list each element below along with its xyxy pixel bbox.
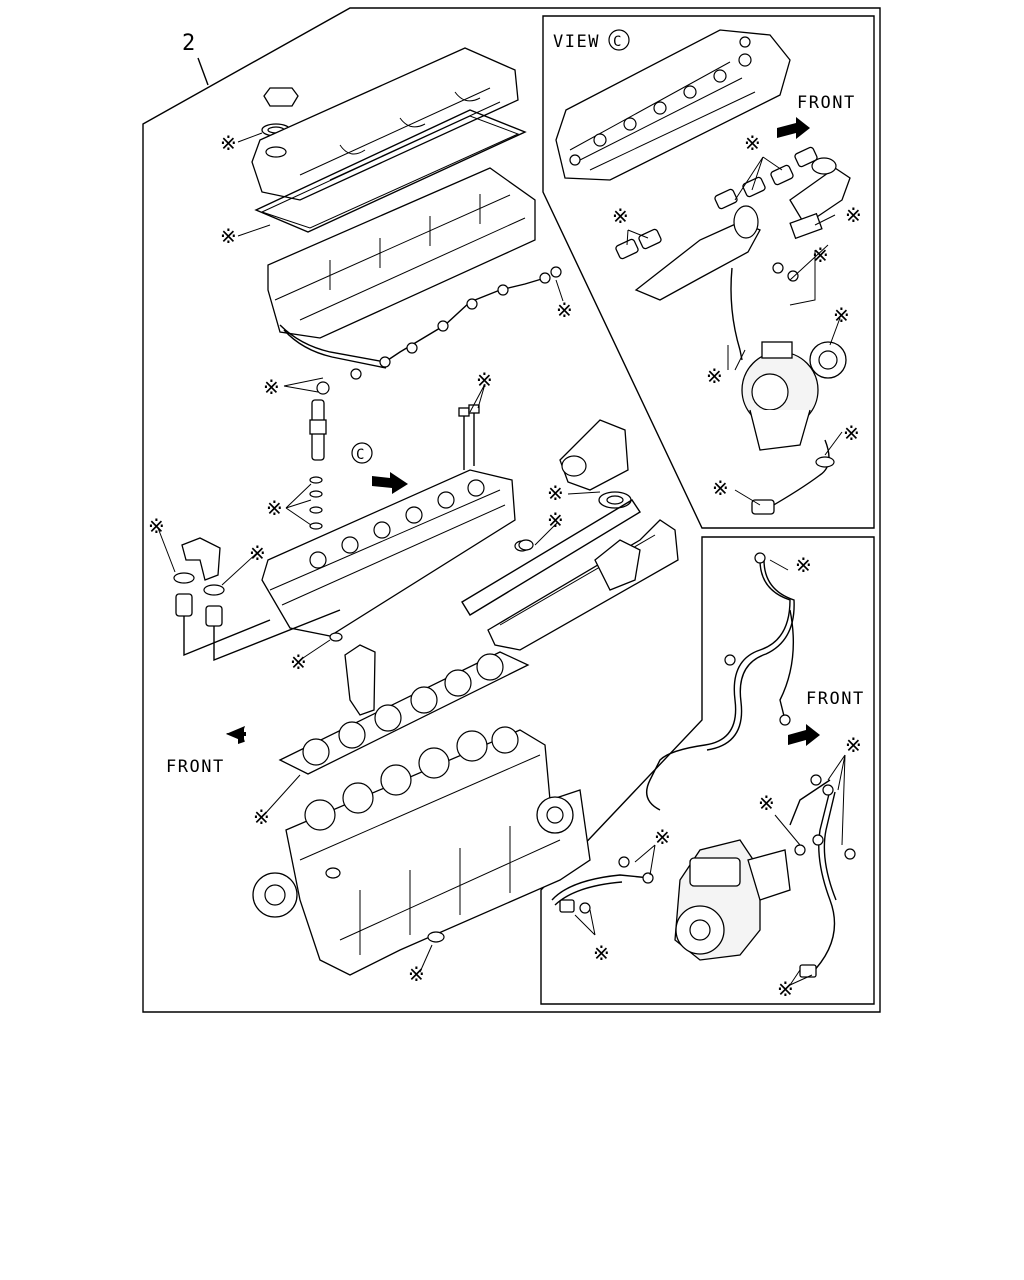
- thermostat-housing: [173, 537, 341, 662]
- asterisk-marker: ※: [148, 514, 165, 538]
- view-c-label: VIEW: [553, 32, 600, 52]
- asterisk-marker: ※: [612, 204, 629, 228]
- fuel-injector: [309, 381, 330, 530]
- view-c-inset: VIEW C FRONT: [542, 15, 875, 529]
- asterisk-marker: ※: [795, 553, 812, 577]
- fuel-pump-leaders: [574, 559, 846, 986]
- fuel-pump-feed-lines: [551, 774, 856, 978]
- fuel-pump-front-label: FRONT: [806, 689, 865, 709]
- cylinder-head: [261, 469, 530, 642]
- asterisk-marker: ※: [833, 303, 850, 327]
- asterisk-marker: ※: [845, 733, 862, 757]
- asterisk-marker: ※: [253, 805, 270, 829]
- water-outlet: [344, 644, 376, 716]
- cylinder-head-gasket: [278, 651, 530, 775]
- intake-manifold-gasket: [461, 499, 641, 616]
- main-front-marker: FRONT: [166, 726, 246, 777]
- view-c-exhaust-manifold: [634, 157, 851, 301]
- callout-number: 2: [182, 31, 195, 56]
- asterisk-marker: ※: [263, 375, 280, 399]
- asterisk-marker: ※: [290, 650, 307, 674]
- fuel-pump-inset: FRONT: [540, 536, 875, 1005]
- asterisk-markers: ※ ※ ※ ※ ※ ※ ※ ※ ※ ※ ※ ※ ※ ※ ※ ※ ※ ※ ※ ※ …: [148, 131, 862, 1001]
- fuel-injection-pump: [674, 839, 791, 961]
- asterisk-marker: ※: [843, 421, 860, 445]
- asterisk-marker: ※: [654, 825, 671, 849]
- cylinder-block: [252, 726, 591, 976]
- asterisk-marker: ※: [220, 131, 237, 155]
- view-c-leaders: [626, 156, 843, 506]
- rocker-housing: [267, 167, 536, 339]
- head-cover-gasket: [254, 109, 527, 233]
- view-c-marker-letter: C: [356, 447, 364, 463]
- view-c-front-label: FRONT: [797, 93, 856, 113]
- view-c-marker: C: [351, 442, 408, 494]
- intake-throttle: [559, 419, 632, 509]
- view-c-exhaust-gaskets: [615, 146, 818, 260]
- asterisk-marker: ※: [706, 364, 723, 388]
- view-c-letter: C: [613, 34, 621, 50]
- asterisk-marker: ※: [547, 481, 564, 505]
- intake-manifold: [487, 519, 679, 651]
- asterisk-marker: ※: [556, 298, 573, 322]
- asterisk-marker: ※: [812, 243, 829, 267]
- asterisk-marker: ※: [547, 508, 564, 532]
- view-c-marker-arrow-icon: [372, 472, 408, 494]
- main-leader-lines: [157, 132, 601, 973]
- view-c-cylinder-head: [555, 29, 791, 181]
- head-bolts: [458, 404, 480, 470]
- main-front-label: FRONT: [166, 757, 225, 777]
- asterisk-marker: ※: [777, 977, 794, 1001]
- asterisk-marker: ※: [476, 368, 493, 392]
- asterisk-marker: ※: [408, 962, 425, 986]
- view-c-front-arrow-icon: [777, 117, 810, 139]
- asterisk-marker: ※: [758, 791, 775, 815]
- callout-leader-line: [197, 57, 209, 86]
- view-c-letter-circle: [608, 29, 630, 51]
- view-c-turbocharger: [730, 262, 847, 451]
- asterisk-marker: ※: [744, 131, 761, 155]
- fuel-pump-front-arrow-icon: [788, 724, 820, 746]
- asterisk-marker: ※: [712, 476, 729, 500]
- view-c-oil-return-pipe: [751, 439, 835, 515]
- asterisk-marker: ※: [220, 224, 237, 248]
- asterisk-marker: ※: [266, 496, 283, 520]
- asterisk-marker: ※: [249, 541, 266, 565]
- cylinder-head-cover: [251, 47, 519, 201]
- main-frame: [142, 7, 881, 1013]
- asterisk-marker: ※: [845, 203, 862, 227]
- asterisk-marker: ※: [593, 941, 610, 965]
- fuel-injection-pipes: [646, 552, 795, 811]
- leak-off-pipe: [279, 266, 562, 380]
